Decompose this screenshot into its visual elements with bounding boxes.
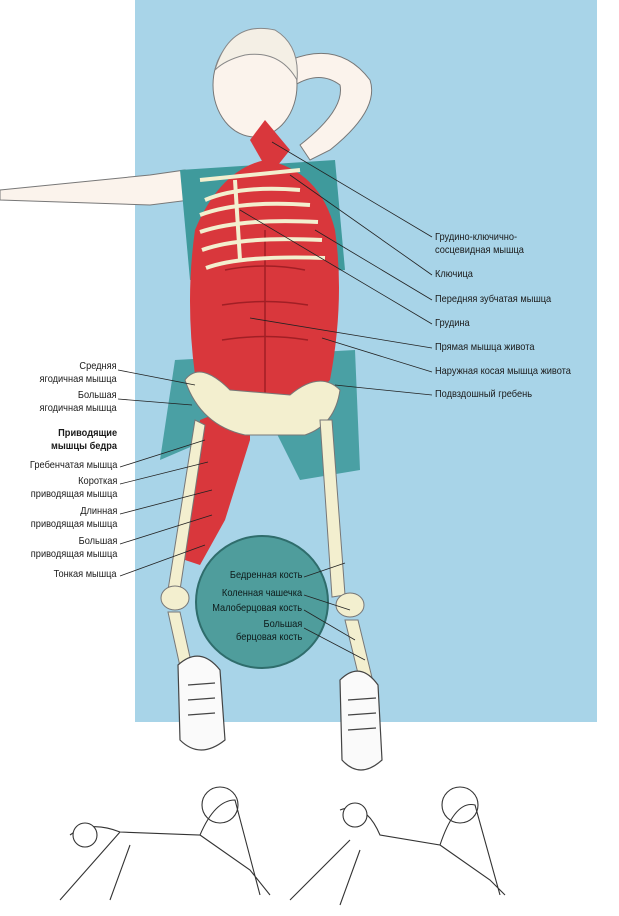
label-iliac-crest: Подвздошный гребень	[435, 388, 533, 400]
label-pectineus: Гребенчатая мышца	[29, 459, 117, 471]
label-rectus-abdominis: Прямая мышца живота	[435, 341, 535, 353]
raised-arm	[289, 52, 373, 161]
leader-lines	[117, 141, 433, 661]
side-view-sketches	[59, 786, 506, 906]
label-sternocleidomastoid: Грудино-ключично-сосцевидная мышца	[435, 231, 524, 256]
label-fibula: Малоберцовая кость	[212, 602, 302, 614]
label-sternum: Грудина	[435, 317, 470, 329]
shoes	[177, 655, 383, 771]
label-serratus-anterior: Передняя зубчатая мышца	[435, 293, 552, 305]
label-external-oblique: Наружная косая мышца живота	[435, 365, 571, 377]
label-clavicle: Ключица	[435, 268, 473, 280]
label-gracilis: Тонкая мышца	[54, 568, 117, 580]
neck-muscle	[250, 120, 290, 175]
label-patella: Коленная чашечка	[221, 587, 302, 599]
fitness-ball	[195, 535, 329, 669]
ribcage	[199, 168, 326, 270]
label-femur: Бедренная кость	[229, 569, 302, 581]
hair	[214, 27, 298, 82]
left-arm	[0, 169, 191, 206]
